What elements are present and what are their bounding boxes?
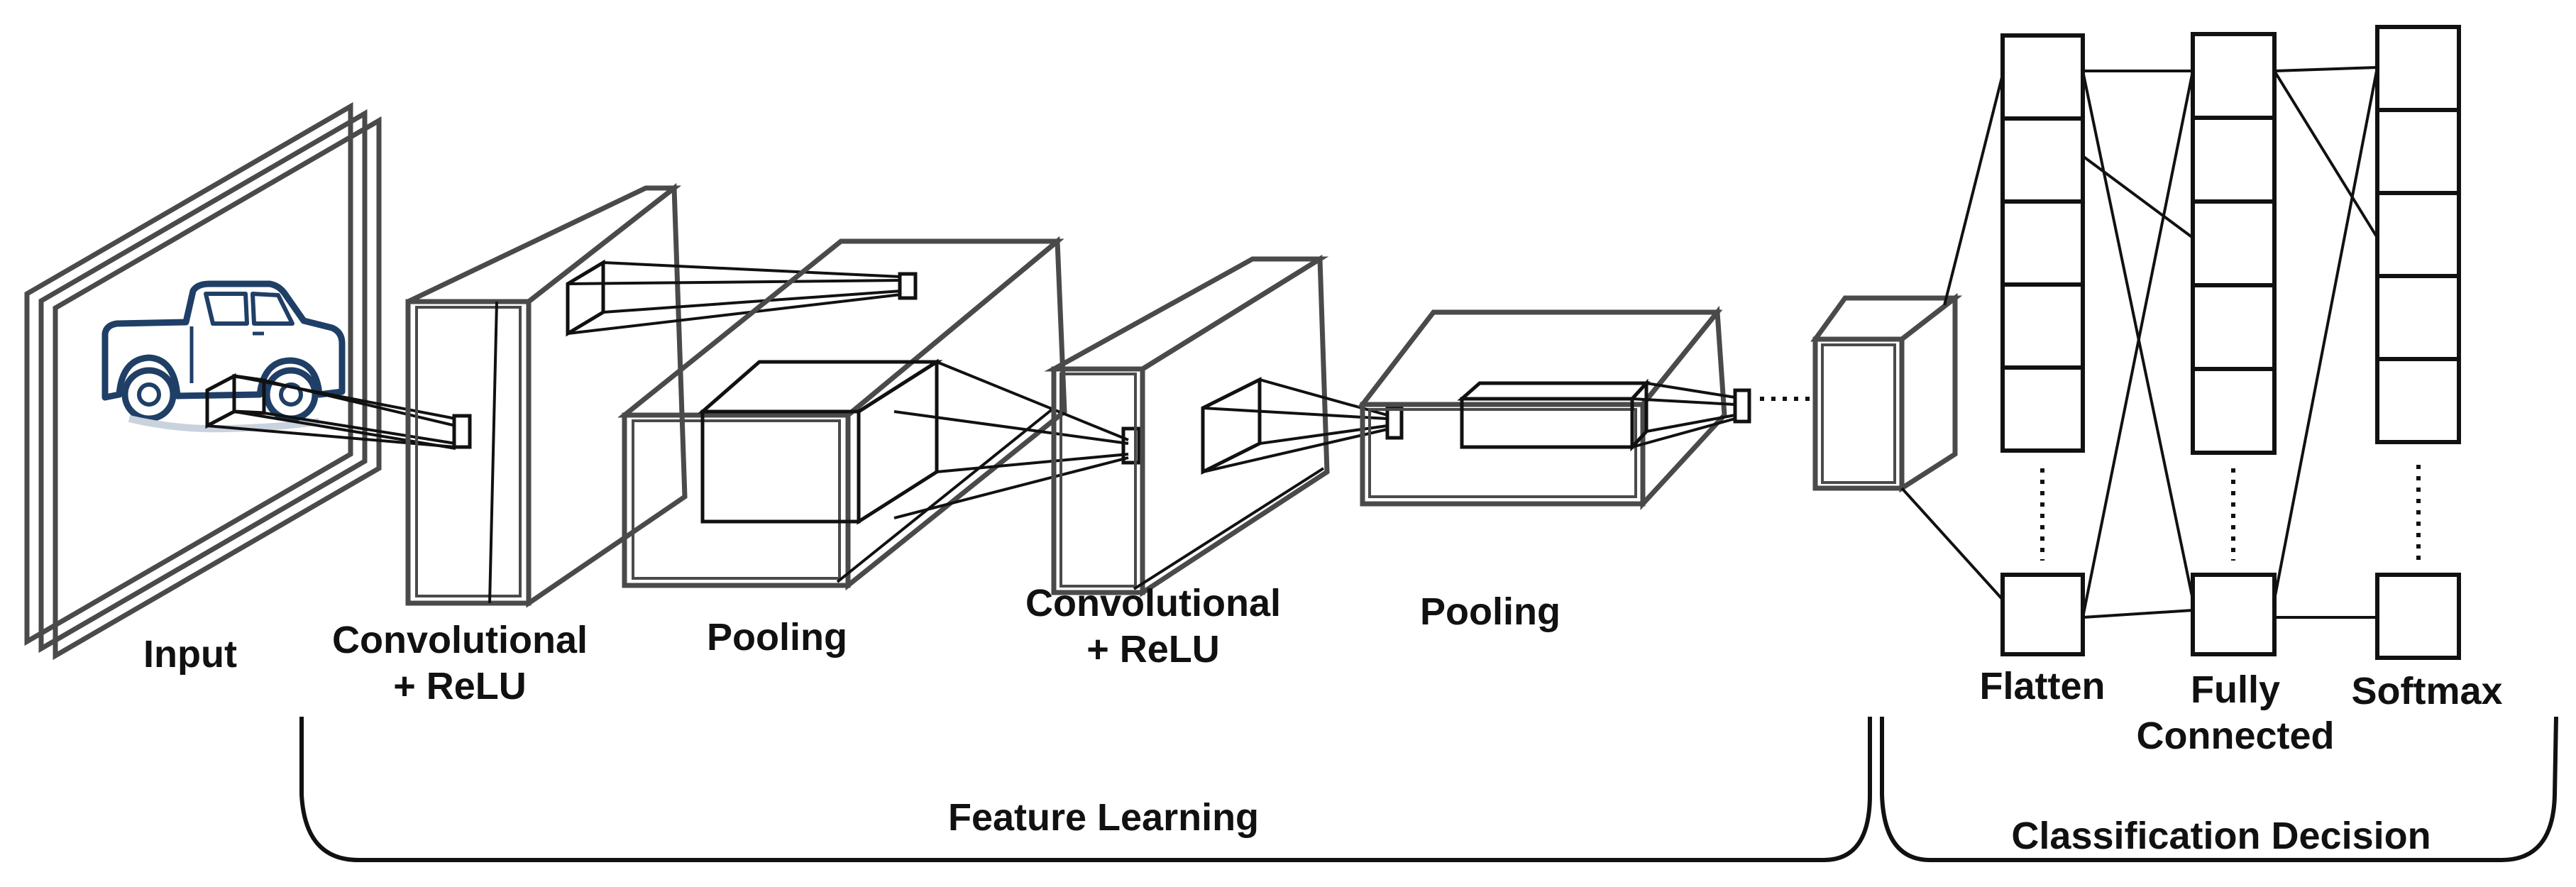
conv1-feature-map <box>405 183 688 608</box>
conv1-label-line1: Convolutional <box>332 619 588 661</box>
conv1-label: Convolutional + ReLU <box>332 617 588 710</box>
fully-connected-label-line1: Fully <box>2190 668 2280 711</box>
fully-connected-label-line2: Connected <box>2136 714 2335 757</box>
flatten-layer <box>2000 33 2085 656</box>
fc-connections <box>1900 66 2379 619</box>
feature-learning-label: Feature Learning <box>947 796 1260 839</box>
fully-connected-layer <box>2191 32 2277 656</box>
conv2-label-line1: Convolutional <box>1025 582 1281 624</box>
fully-connected-label: Fully Connected <box>2136 667 2334 759</box>
classification-decision-brace <box>1880 716 2558 862</box>
pool1-label: Pooling <box>707 616 847 659</box>
pool2-label: Pooling <box>1420 590 1561 633</box>
pool1-feature-map <box>617 236 1067 591</box>
classification-decision-label: Classification Decision <box>2011 815 2431 857</box>
conv1-kernel-projection <box>566 259 918 337</box>
pickup-truck-icon <box>101 280 346 433</box>
pool1-kernel-cube <box>698 358 1141 525</box>
softmax-label: Softmax <box>2351 670 2503 712</box>
conv2-kernel-projection <box>1201 376 1404 475</box>
conv2-label-line2: + ReLU <box>1086 627 1220 671</box>
input-image-stack <box>24 101 382 661</box>
softmax-layer <box>2375 25 2461 660</box>
feature-learning-brace <box>299 717 1872 862</box>
input-label: Input <box>143 633 237 676</box>
input-receptive-field <box>205 373 472 450</box>
final-feature-cube <box>1810 292 1963 493</box>
flatten-label: Flatten <box>1979 665 2106 707</box>
pool2-kernel-cube <box>1457 378 1751 452</box>
pool2-feature-map <box>1357 305 1727 510</box>
conv2-feature-map <box>1044 254 1330 597</box>
conv1-label-line2: + ReLU <box>393 664 527 707</box>
conv2-label: Convolutional + ReLU <box>1025 580 1281 673</box>
